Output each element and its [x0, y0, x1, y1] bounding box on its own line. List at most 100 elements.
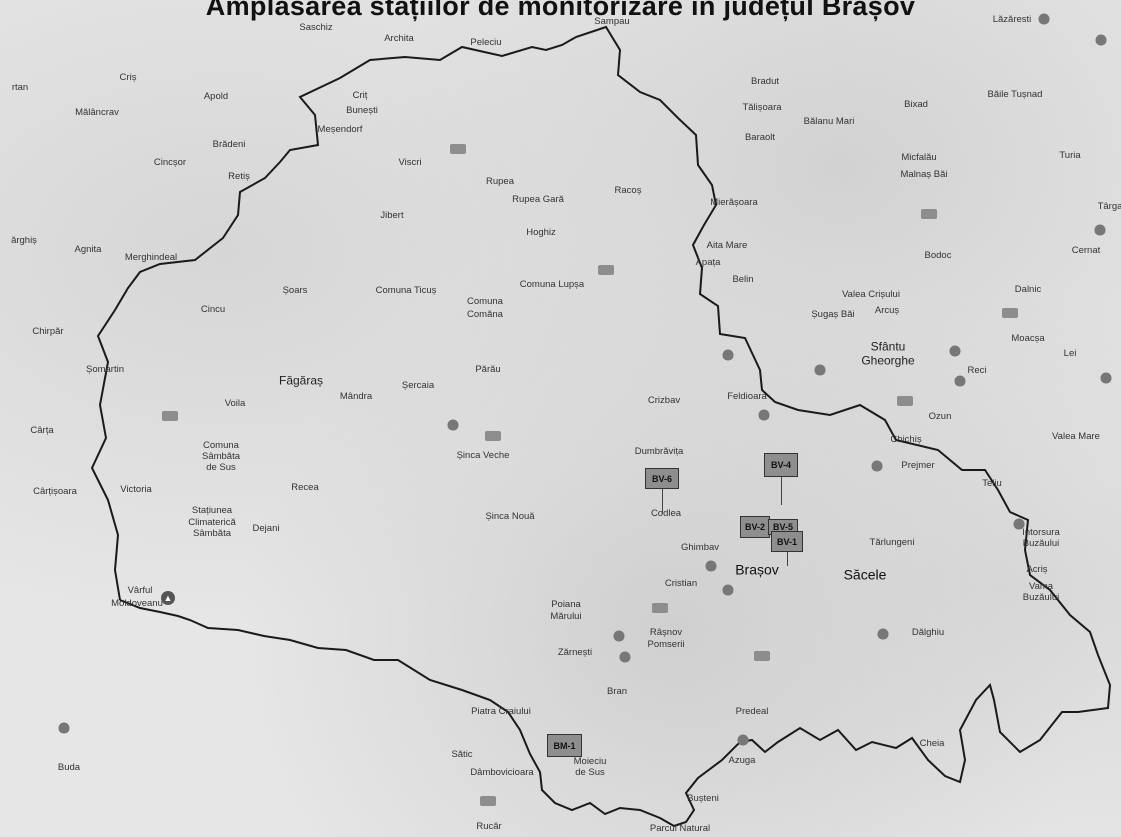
place-label[interactable]: Tărlungeni [869, 537, 915, 549]
place-label[interactable]: Arcuș [874, 305, 900, 317]
place-label[interactable]: Aita Mare [706, 240, 748, 252]
place-label[interactable]: Buzăului [1022, 538, 1060, 550]
place-label[interactable]: Retiș [228, 171, 250, 183]
place-label[interactable]: Bran [606, 686, 628, 698]
place-label[interactable]: Comuna [203, 440, 239, 452]
place-label[interactable]: Ghimbav [680, 542, 720, 554]
place-label[interactable]: Sătic [451, 749, 473, 761]
place-label[interactable]: Peleciu [470, 37, 502, 49]
place-label[interactable]: Vama [1028, 581, 1054, 593]
place-label[interactable]: Racoș [614, 185, 642, 197]
place-label[interactable]: Dălghiu [911, 627, 945, 639]
place-label[interactable]: Agnita [74, 244, 102, 256]
place-label[interactable]: Reci [967, 365, 987, 377]
place-label[interactable]: Ozun [928, 411, 952, 423]
place-label[interactable]: Saschiz [299, 22, 333, 34]
place-label[interactable]: de Sus [575, 767, 605, 779]
place-label[interactable]: Sfântu [870, 339, 906, 354]
place-label[interactable]: Buda [57, 762, 81, 774]
place-label[interactable]: Criț [352, 90, 368, 102]
place-label[interactable]: Șercaia [401, 380, 435, 392]
place-label[interactable]: Chirpăr [32, 326, 64, 338]
monitoring-station-bv-2[interactable]: BV-2 [740, 516, 770, 538]
place-label[interactable]: Codlea [650, 508, 682, 520]
place-label[interactable]: Malnaș Băi [900, 169, 948, 181]
place-label[interactable]: Cheia [919, 738, 945, 750]
place-label[interactable]: Comăna [467, 309, 503, 321]
place-label[interactable]: Mierășoara [710, 197, 758, 209]
place-label[interactable]: Cernat [1071, 245, 1101, 257]
place-label[interactable]: Săcele [843, 566, 887, 583]
place-label[interactable]: Dejani [252, 523, 280, 535]
place-label[interactable]: Jibert [380, 210, 404, 222]
place-label[interactable]: Recea [291, 482, 319, 494]
place-label[interactable]: Șomartin [85, 364, 125, 376]
place-label[interactable]: Comuna Ticuș [375, 285, 437, 297]
place-label[interactable]: Hoghiz [526, 227, 556, 239]
place-label[interactable]: Comuna [467, 296, 503, 308]
place-label[interactable]: Șugaș Băi [811, 309, 855, 321]
place-label[interactable]: Piatra Craiului [471, 706, 531, 718]
place-label[interactable]: Criș [119, 72, 137, 84]
place-label[interactable]: Intorsura [1022, 527, 1060, 539]
place-label[interactable]: ărghiș [11, 235, 37, 247]
place-label[interactable]: Viscri [398, 157, 422, 169]
place-label[interactable]: Rucăr [476, 821, 502, 833]
place-label[interactable]: Archita [384, 33, 414, 45]
place-label[interactable]: Valea Mare [1052, 431, 1100, 443]
place-label[interactable]: Mălâncrav [75, 107, 119, 119]
place-label[interactable]: Dâmbovicioara [470, 767, 534, 779]
place-label[interactable]: Baraolt [744, 132, 776, 144]
place-label[interactable]: Micfalău [901, 152, 937, 164]
place-label[interactable]: Prejmer [901, 460, 935, 472]
place-label[interactable]: Voila [224, 398, 246, 410]
place-label[interactable]: Cincu [200, 304, 226, 316]
place-label[interactable]: Vârful [127, 585, 153, 597]
monitoring-station-bv-6[interactable]: BV-6 [645, 468, 679, 489]
place-label[interactable]: Predeal [735, 706, 769, 718]
place-label[interactable]: Cristian [664, 578, 698, 590]
place-label[interactable]: Apold [203, 91, 229, 103]
place-label[interactable]: rtan [11, 82, 29, 94]
place-label[interactable]: Turia [1059, 150, 1081, 162]
place-label[interactable]: Lăzăresti [992, 14, 1032, 26]
place-label[interactable]: Dalnic [1014, 284, 1042, 296]
place-label[interactable]: Mărului [550, 611, 582, 623]
place-label[interactable]: Poiana [551, 599, 581, 611]
place-label[interactable]: Rupea Gară [512, 194, 564, 206]
place-label[interactable]: Dumbrăvița [634, 446, 684, 458]
place-label[interactable]: Băile Tușnad [987, 89, 1043, 101]
place-label[interactable]: Feldioara [727, 391, 767, 403]
place-label[interactable]: Sâmbăta [192, 528, 232, 540]
place-label[interactable]: Meșendorf [317, 124, 363, 136]
place-label[interactable]: Moacșa [1011, 333, 1045, 345]
place-label[interactable]: Bușteni [687, 793, 719, 805]
place-label[interactable]: Merghindeal [124, 252, 178, 264]
place-label[interactable]: Cincșor [153, 157, 187, 169]
place-label[interactable]: Apața [695, 257, 721, 269]
place-label[interactable]: Teliu [982, 478, 1002, 490]
place-label[interactable]: Belin [732, 274, 754, 286]
place-label[interactable]: Șinca Veche [456, 450, 510, 462]
place-label[interactable]: Cârțișoara [33, 486, 77, 498]
place-label[interactable]: Șoars [282, 285, 308, 297]
monitoring-station-bv-4[interactable]: BV-4 [764, 453, 798, 477]
place-label[interactable]: Chichiș [890, 434, 922, 446]
place-label[interactable]: Târga [1097, 201, 1121, 213]
place-label[interactable]: Tălișoara [742, 102, 782, 114]
place-label[interactable]: Lei [1063, 348, 1077, 360]
place-label[interactable]: Stațiunea [191, 505, 233, 517]
place-label[interactable]: Mândra [339, 391, 373, 403]
place-label[interactable]: Azuga [728, 755, 756, 767]
place-label[interactable]: Acriș [1026, 564, 1048, 576]
place-label[interactable]: Bixad [904, 99, 928, 111]
place-label[interactable]: Bunești [346, 105, 378, 117]
place-label[interactable]: Brașov [735, 561, 779, 578]
place-label[interactable]: Părău [475, 364, 501, 376]
place-label[interactable]: Brădeni [212, 139, 246, 151]
place-label[interactable]: Rupea [486, 176, 514, 188]
place-label[interactable]: Sampau [594, 16, 630, 28]
place-label[interactable]: Făgăraș [278, 373, 324, 388]
place-label[interactable]: Victoria [120, 484, 152, 496]
